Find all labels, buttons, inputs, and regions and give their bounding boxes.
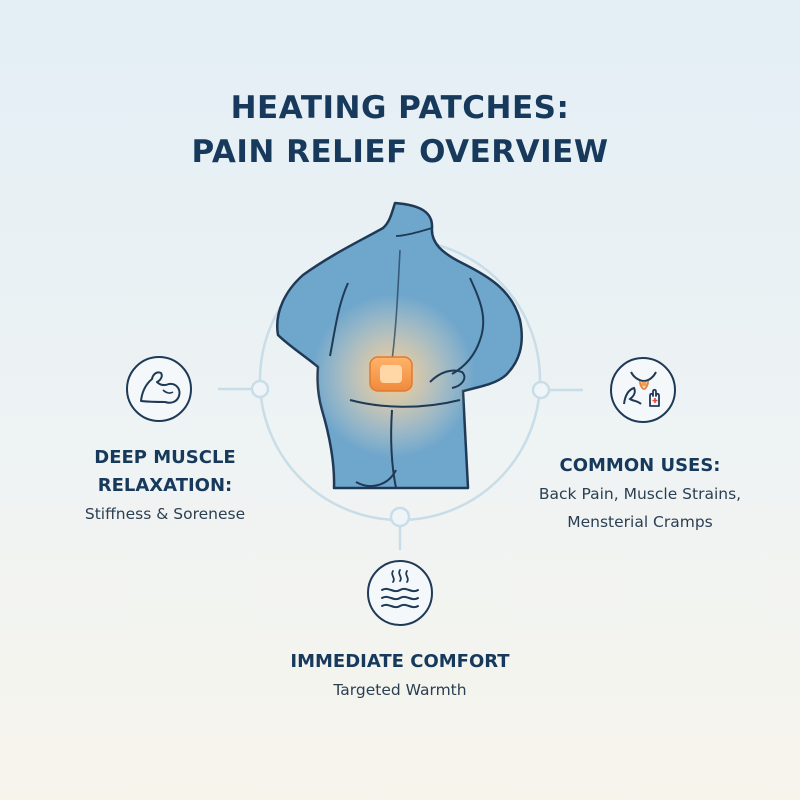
title-line-1: HEATING PATCHES: [230, 90, 570, 126]
connector-node-left [250, 379, 270, 399]
common-uses-detail-line-2: Mensterial Cramps [567, 513, 713, 531]
muscle-relaxation-label: DEEP MUSCLE RELAXATION: Stiffness & Sore… [40, 444, 290, 528]
common-uses-detail: Back Pain, Muscle Strains, Mensterial Cr… [505, 480, 775, 536]
title-line-2: PAIN RELIEF OVERVIEW [191, 134, 609, 170]
connector-node-right [531, 380, 551, 400]
heating-patch-center [380, 365, 402, 383]
page-title: HEATING PATCHES: PAIN RELIEF OVERVIEW [0, 86, 800, 174]
body-pain-icon [610, 357, 676, 423]
muscle-relaxation-heading: DEEP MUSCLE RELAXATION: [40, 444, 290, 500]
immediate-comfort-heading: IMMEDIATE COMFORT [290, 651, 510, 672]
common-uses-label: COMMON USES: Back Pain, Muscle Strains, … [505, 452, 775, 536]
common-uses-heading: COMMON USES: [559, 455, 721, 476]
connector-node-bottom [389, 506, 411, 528]
body-silhouette [275, 201, 523, 490]
muscle-heading-line-1: DEEP MUSCLE [94, 447, 236, 468]
flexed-arm-icon [126, 356, 192, 422]
immediate-comfort-label: IMMEDIATE COMFORT Targeted Warmth [230, 648, 570, 704]
common-uses-detail-line-1: Back Pain, Muscle Strains, [538, 485, 742, 503]
muscle-heading-line-2: RELAXATION: [97, 475, 233, 496]
muscle-relaxation-detail: Stiffness & Sorenese [84, 505, 246, 523]
immediate-comfort-detail: Targeted Warmth [333, 681, 467, 699]
heat-waves-icon [367, 560, 433, 626]
